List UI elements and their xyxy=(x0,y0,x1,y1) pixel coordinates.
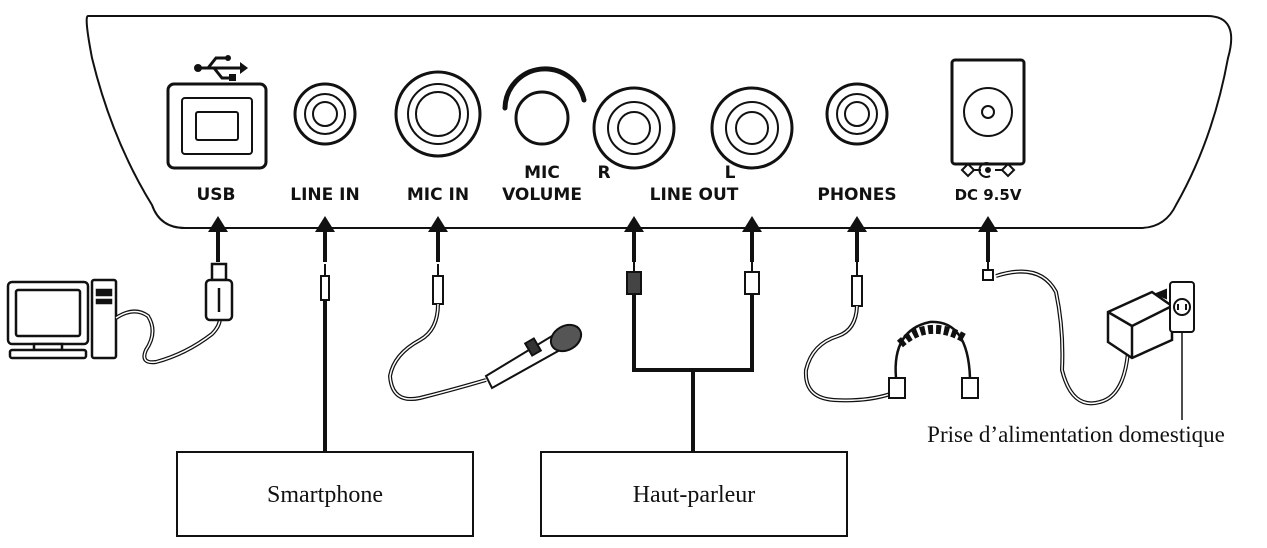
microphone-icon xyxy=(484,323,583,390)
dc-plug xyxy=(982,262,994,281)
smartphone-label: Smartphone xyxy=(267,482,383,508)
headphones-icon xyxy=(888,320,979,399)
mic-in-label: MIC IN xyxy=(407,185,469,205)
wall-outlet-icon xyxy=(1153,281,1195,333)
r-label: R xyxy=(597,163,610,183)
arrow-dc xyxy=(978,216,998,262)
line-out-l-jack xyxy=(710,86,794,170)
rca-plug-l xyxy=(744,262,760,295)
usb-cable xyxy=(114,309,222,365)
phones-label: PHONES xyxy=(817,185,896,205)
usb-icon xyxy=(194,55,248,81)
phones-cable xyxy=(803,305,897,403)
mic-plug xyxy=(432,264,444,305)
arrow-phones xyxy=(847,216,867,262)
mic-volume-label-line2: VOLUME xyxy=(502,185,582,205)
phones-jack xyxy=(825,82,889,146)
speaker-label: Haut-parleur xyxy=(633,482,756,508)
line-out-r-jack xyxy=(592,86,676,170)
smartphone-box: Smartphone xyxy=(176,451,474,537)
mic-volume-knob xyxy=(502,66,587,146)
mic-cable xyxy=(387,303,487,401)
computer-icon xyxy=(6,278,118,360)
connection-arrows xyxy=(208,216,998,262)
mic-volume-label-line1: MIC xyxy=(524,163,560,183)
phones-plug xyxy=(851,262,863,307)
dc-cable xyxy=(995,269,1130,406)
dc-label: DC 9.5V xyxy=(955,186,1022,204)
arrow-usb xyxy=(208,216,228,262)
line-out-label: LINE OUT xyxy=(650,185,739,205)
polarity-icon xyxy=(960,162,1016,178)
arrow-line-out-l xyxy=(742,216,762,262)
arrow-line-out-r xyxy=(624,216,644,262)
arrow-mic-in xyxy=(428,216,448,262)
speaker-box: Haut-parleur xyxy=(540,451,848,537)
dc-jack xyxy=(950,58,1026,166)
usb-port xyxy=(166,82,268,170)
ac-adapter-icon xyxy=(1106,290,1174,360)
arrow-line-in xyxy=(315,216,335,262)
line-in-plug xyxy=(320,264,330,301)
rca-plug-r xyxy=(626,262,642,295)
mic-in-jack xyxy=(394,70,482,158)
usb-label: USB xyxy=(196,185,235,205)
usb-plug xyxy=(204,262,234,322)
line-out-cable xyxy=(632,294,754,372)
outlet-caption: Prise d’alimentation domestique xyxy=(927,422,1225,447)
l-label: L xyxy=(725,163,736,183)
line-in-jack xyxy=(293,82,357,146)
line-in-label: LINE IN xyxy=(290,185,359,205)
